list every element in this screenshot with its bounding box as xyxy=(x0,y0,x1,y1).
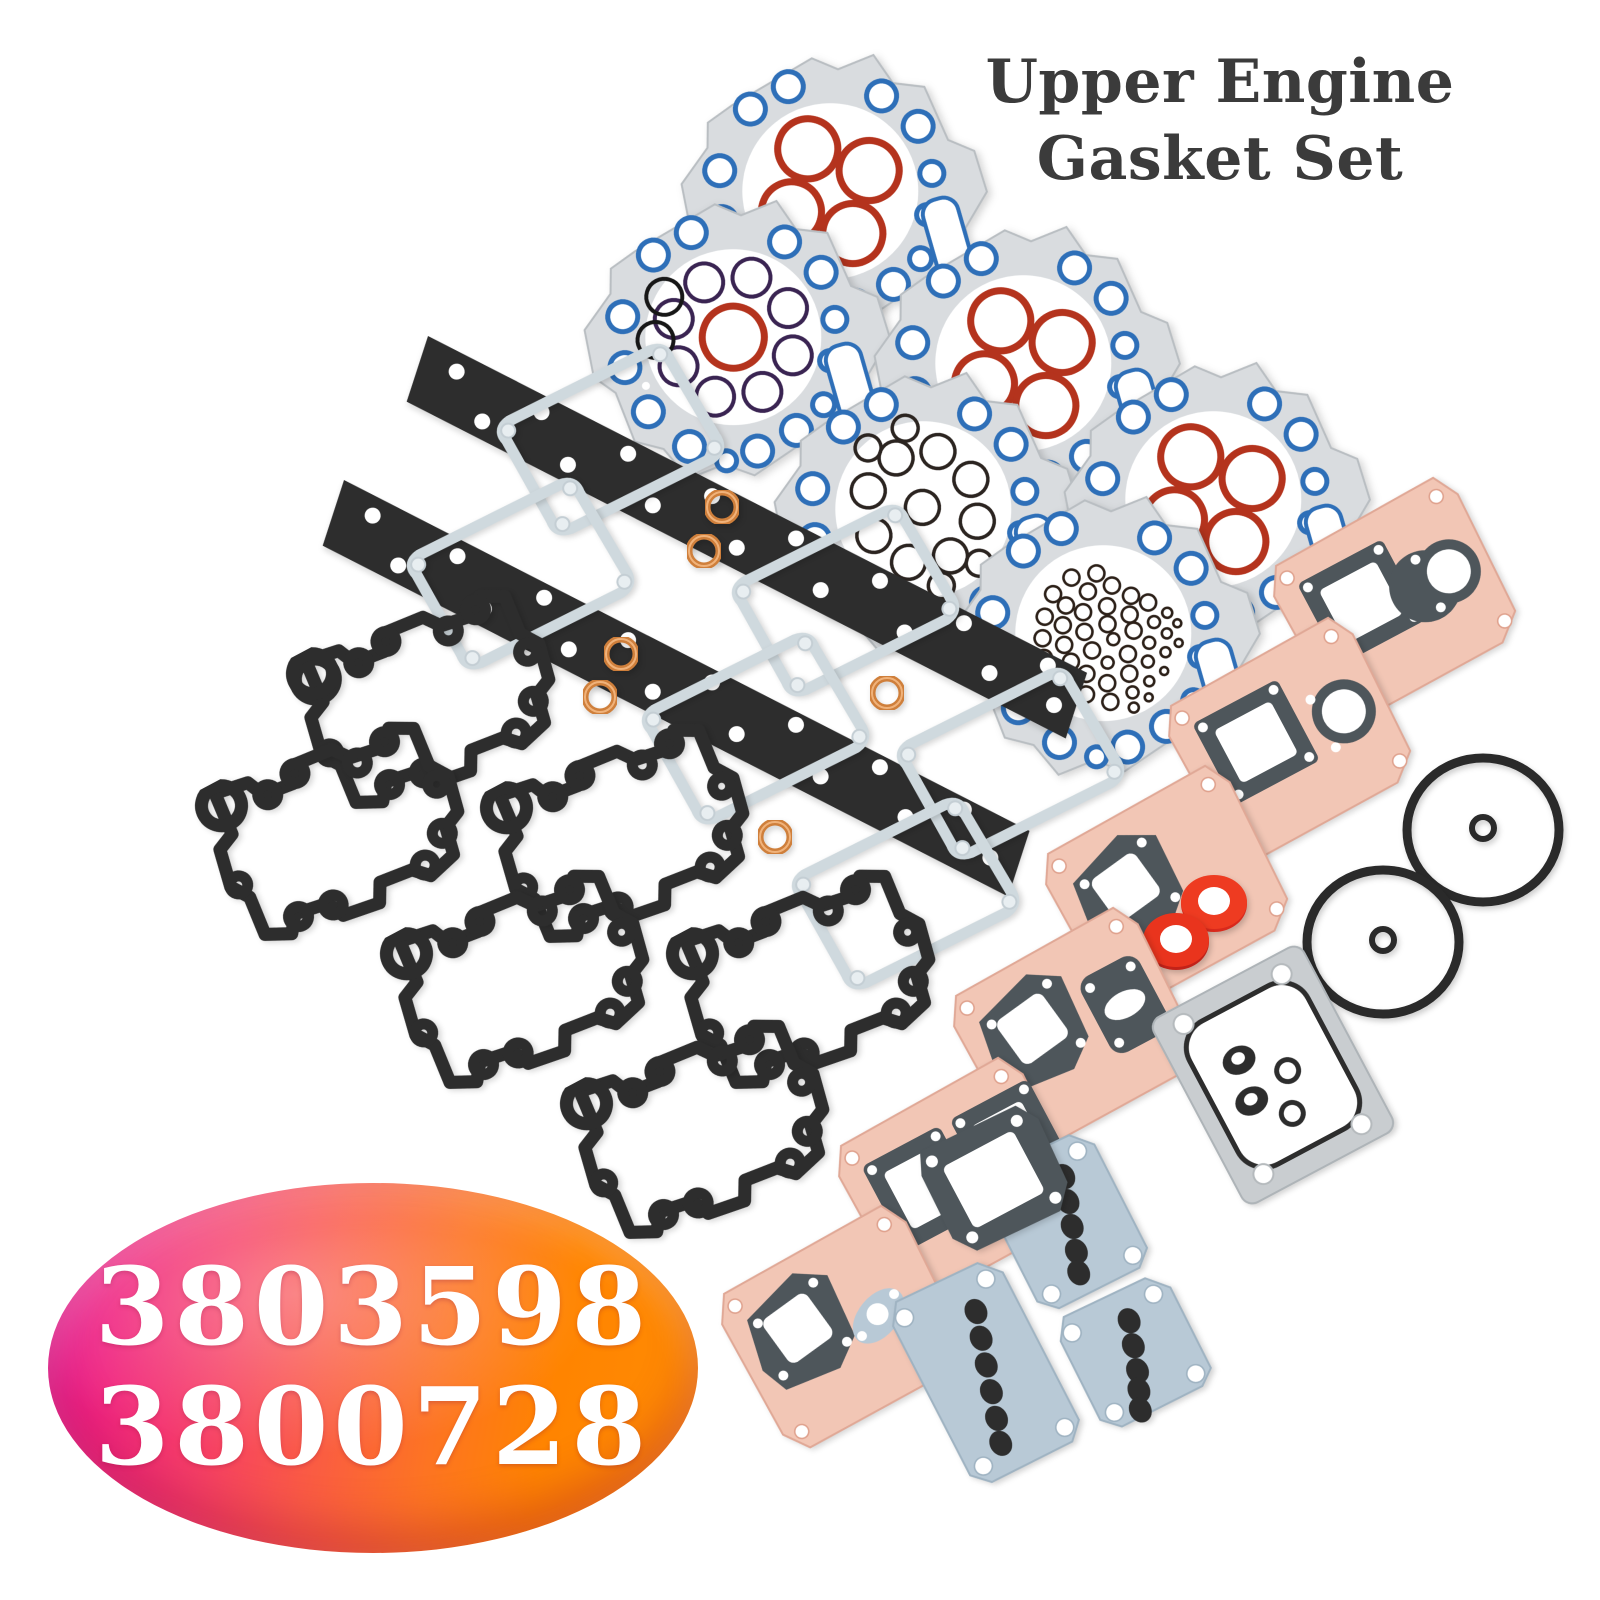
window-gasket-6 xyxy=(777,779,1033,1010)
steel-cover-plate xyxy=(1135,929,1411,1221)
window-gasket-2 xyxy=(717,486,973,717)
copper-washer-6 xyxy=(758,820,792,854)
red-seal-ring-1 xyxy=(1178,872,1250,934)
part-number-badge: 3803598 3800728 xyxy=(48,1183,698,1553)
copper-washer-2 xyxy=(687,534,721,568)
valve-cover-gasket-6 xyxy=(536,977,871,1288)
o-ring-large-1 xyxy=(1398,750,1568,910)
o-ring-large-2 xyxy=(1298,862,1468,1022)
valve-cover-gasket-2 xyxy=(171,679,506,990)
window-gasket-3 xyxy=(392,459,648,690)
copper-washer-5 xyxy=(870,676,904,710)
red-seal-ring-2 xyxy=(1140,910,1212,972)
copper-washer-3 xyxy=(604,637,638,671)
copper-washer-4 xyxy=(583,680,617,714)
head-gasket-ring-of-twelve-1 xyxy=(535,143,941,549)
page-title: Upper Engine Gasket Set xyxy=(985,47,1455,194)
dark-fiber-gasket-small xyxy=(896,1083,1094,1277)
window-gasket-4 xyxy=(627,614,883,845)
valve-cover-gasket-4 xyxy=(356,827,691,1138)
part-number-primary: 3803598 xyxy=(94,1245,652,1371)
part-number-secondary: 3800728 xyxy=(94,1365,652,1490)
window-gasket-5 xyxy=(882,649,1138,880)
window-gasket-1 xyxy=(482,325,738,556)
blue-grey-strip-gasket-2 xyxy=(867,1240,1107,1513)
copper-washer-1 xyxy=(705,490,739,524)
